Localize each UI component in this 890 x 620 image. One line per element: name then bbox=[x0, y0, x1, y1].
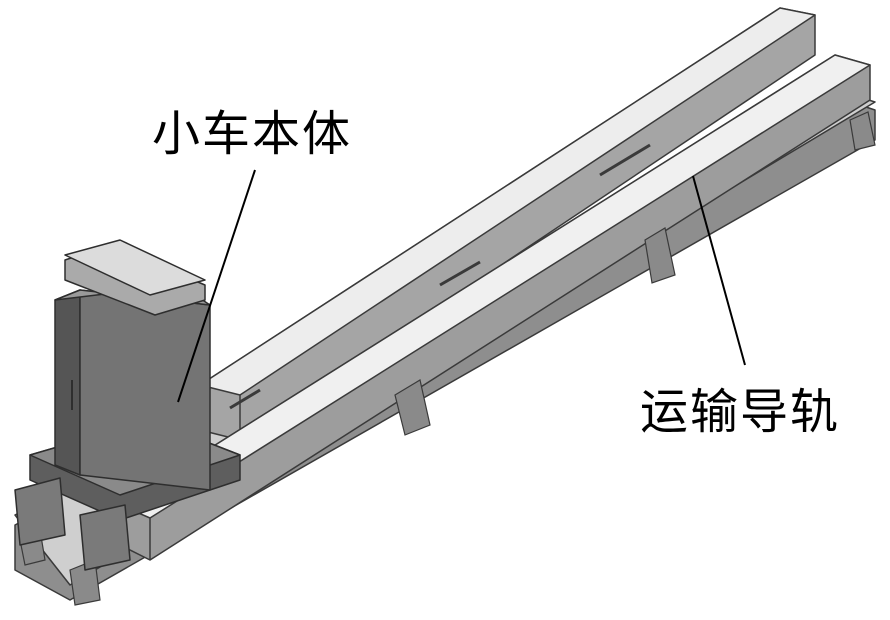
transport-rail-leader-line bbox=[692, 175, 746, 366]
support-feet bbox=[19, 111, 876, 606]
cart-body-leader-line bbox=[177, 169, 256, 403]
transport-rail-label: 运输导轨 bbox=[640, 384, 841, 440]
cart-body-label: 小车本体 bbox=[152, 106, 353, 162]
cart-body bbox=[14, 239, 241, 571]
